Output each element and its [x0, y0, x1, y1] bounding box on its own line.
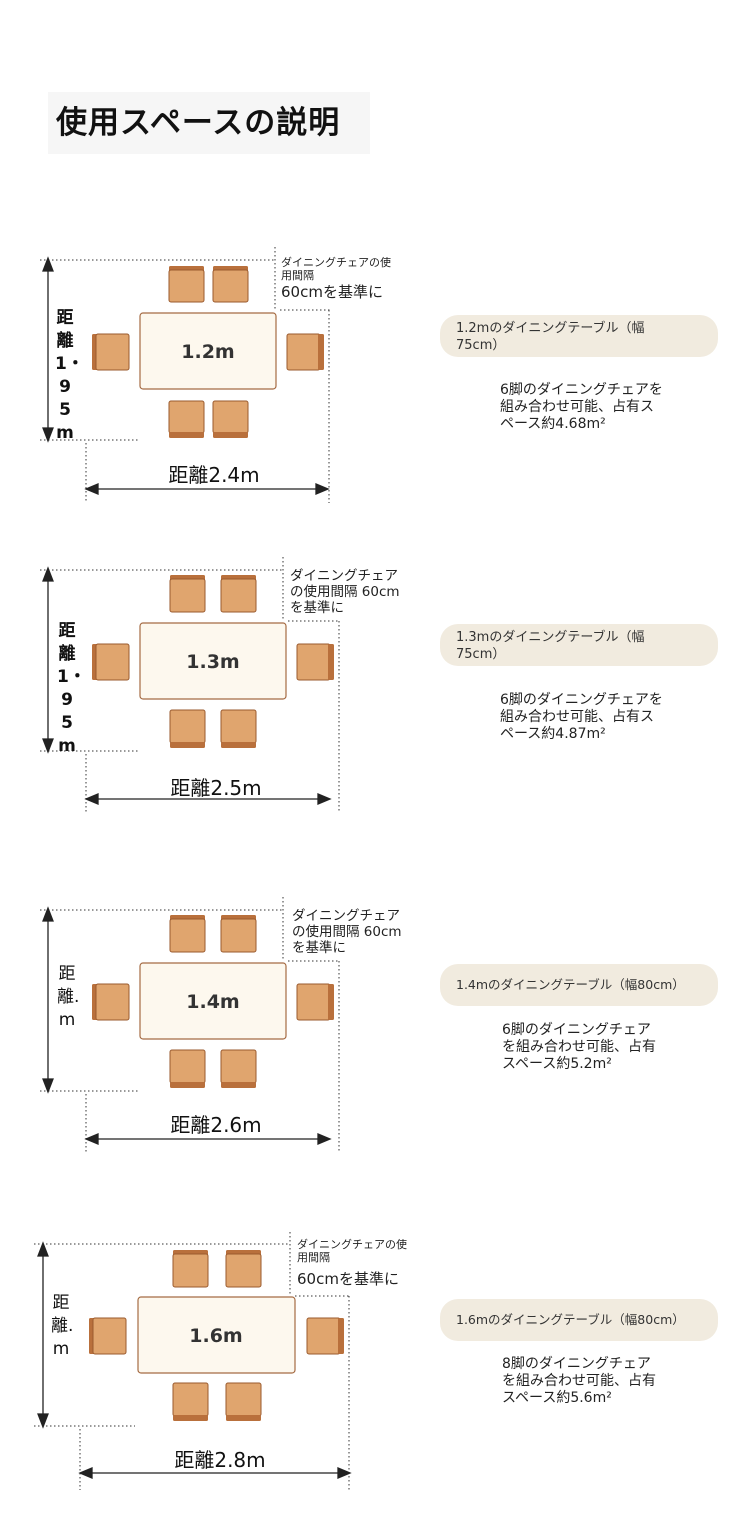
spec-description: 6脚のダイニングチェアを組み合わせ可能、占有スペース約4.68m² — [500, 382, 663, 432]
chair-spacing-note: ダイニングチェアの使用間隔 60cmを基準に — [292, 908, 402, 956]
note-small: ダイニングチェアの使用間隔 — [281, 256, 391, 282]
note-big: 60cmを基準に — [297, 1270, 399, 1288]
floor-plan-3: 1.4m 距離2.6m — [40, 897, 340, 1153]
spec-description: 6脚のダイニングチェアを組み合わせ可能、占有スペース約4.87m² — [500, 692, 663, 742]
page-title: 使用スペースの説明 — [48, 92, 370, 154]
width-distance-label: 距離2.4m — [168, 463, 259, 487]
dining-table — [139, 962, 287, 1040]
table-size-label: 1.4m — [186, 991, 239, 1013]
dining-table — [139, 622, 287, 700]
chairs-bottom-4 — [172, 1382, 262, 1421]
chair — [220, 915, 257, 953]
floor-plan-1: 1.2m 距離2.4m — [40, 247, 330, 503]
layout-section-4: 1.6m 距離2.8m 距離.m ダイニングチェアの使用間隔 60cmを基準に … — [0, 1230, 750, 1510]
floor-plan-2: 1.3m 距離2.5m — [40, 557, 340, 813]
chairs-top-3 — [169, 915, 257, 953]
chair-right-1 — [286, 333, 324, 371]
chair — [225, 1382, 262, 1421]
chairs-top-2 — [169, 575, 257, 613]
chair-spacing-note: ダイニングチェアの使用間隔 60cmを基準に — [297, 1238, 407, 1289]
chair-left-4 — [89, 1317, 127, 1355]
chair-spacing-note: ダイニングチェアの使用間隔 60cmを基準に — [281, 256, 391, 302]
chair-left-3 — [92, 983, 130, 1021]
spec-description: 6脚のダイニングチェアを組み合わせ可能、占有スペース約5.2m² — [502, 1022, 656, 1072]
floor-plan-4: 1.6m 距離2.8m — [34, 1232, 352, 1490]
layout-section-2: 1.3m 距離2.5m 距離1・95m ダイニングチェアの使用間隔 60cmを基… — [0, 555, 750, 825]
chair — [169, 915, 206, 953]
chair — [220, 575, 257, 613]
chair-left-2 — [92, 643, 130, 681]
chair — [225, 1250, 262, 1288]
chairs-bottom-3 — [169, 1049, 257, 1088]
chair-left-1 — [92, 333, 130, 371]
dining-table — [137, 1296, 296, 1374]
height-distance-label: 距離1・95m — [57, 621, 86, 756]
spec-description: 8脚のダイニングチェアを組み合わせ可能、占有スペース約5.6m² — [502, 1356, 656, 1406]
spec-title-pill: 1.6mのダイニングテーブル（幅80cm） — [440, 1299, 718, 1341]
chair — [172, 1382, 209, 1421]
layout-section-3: 1.4m 距離2.6m 距離.m ダイニングチェアの使用間隔 60cmを基準に … — [0, 895, 750, 1165]
chair-right-2 — [296, 643, 334, 681]
table-size-label: 1.2m — [181, 341, 234, 363]
chair — [168, 266, 205, 303]
chair — [212, 400, 249, 438]
width-distance-label: 距離2.8m — [174, 1448, 265, 1472]
table-size-label: 1.3m — [186, 651, 239, 673]
spec-title-pill: 1.2mのダイニングテーブル（幅75cm） — [440, 315, 718, 357]
chair — [169, 709, 206, 748]
dining-table — [139, 312, 277, 390]
spec-title-pill: 1.4mのダイニングテーブル（幅80cm） — [440, 964, 718, 1006]
chair-right-3 — [296, 983, 334, 1021]
note-big: 60cmを基準に — [281, 283, 383, 301]
chairs-top-4 — [172, 1250, 262, 1288]
chair — [220, 1049, 257, 1088]
chair — [172, 1250, 209, 1288]
height-distance-label: 距離.m — [51, 1293, 74, 1359]
chair — [212, 266, 249, 303]
width-distance-label: 距離2.5m — [170, 776, 261, 800]
chair — [169, 575, 206, 613]
table-size-label: 1.6m — [189, 1325, 242, 1347]
layout-section-1: 1.2m 距離2.4m 距離1・95m ダイニングチェアの使用間隔 60cmを基… — [0, 245, 750, 515]
chairs-top-1 — [168, 266, 249, 303]
spec-title-pill: 1.3mのダイニングテーブル（幅75cm） — [440, 624, 718, 666]
width-distance-label: 距離2.6m — [170, 1113, 261, 1137]
chair — [168, 400, 205, 438]
chair — [220, 709, 257, 748]
chair-right-4 — [306, 1317, 344, 1355]
height-distance-label: 距離.m — [57, 964, 80, 1030]
chairs-bottom-1 — [168, 400, 249, 438]
chairs-bottom-2 — [169, 709, 257, 748]
note-small: ダイニングチェアの使用間隔 — [297, 1238, 407, 1264]
chair-spacing-note: ダイニングチェアの使用間隔 60cmを基準に — [290, 568, 400, 616]
chair — [169, 1049, 206, 1088]
height-distance-label: 距離1・95m — [55, 308, 84, 443]
